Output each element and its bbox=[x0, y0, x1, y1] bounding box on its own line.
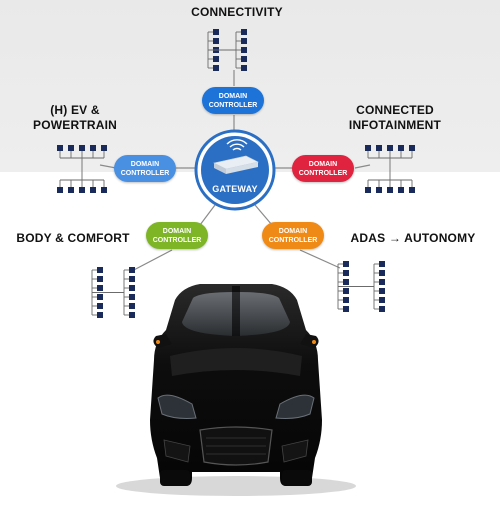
domain-controller-powertrain: DOMAIN CONTROLLER bbox=[114, 155, 176, 182]
ecu-node bbox=[68, 187, 74, 193]
ecu-node bbox=[129, 276, 135, 282]
domain-controller-connectivity: DOMAIN CONTROLLER bbox=[202, 87, 264, 114]
ecu-node bbox=[129, 303, 135, 309]
ecu-node bbox=[57, 145, 63, 151]
ecu-node bbox=[376, 145, 382, 151]
ecu-node bbox=[409, 145, 415, 151]
ecu-node bbox=[101, 187, 107, 193]
dc-line1: DOMAIN bbox=[130, 160, 160, 168]
ecu-node bbox=[343, 270, 349, 276]
label-ev-line1: (H) EV & bbox=[50, 103, 100, 117]
ecu-node bbox=[343, 261, 349, 267]
label-connected-infotainment: CONNECTED INFOTAINMENT bbox=[340, 103, 450, 133]
domain-controller-body: DOMAIN CONTROLLER bbox=[146, 222, 208, 249]
ecu-node bbox=[97, 312, 103, 318]
dc-line2: CONTROLLER bbox=[268, 236, 318, 244]
gateway-label: GATEWAY bbox=[212, 184, 258, 194]
ecu-node bbox=[409, 187, 415, 193]
label-connectivity: CONNECTIVITY bbox=[191, 5, 283, 19]
ecu-node bbox=[97, 303, 103, 309]
ecu-node bbox=[241, 47, 247, 53]
domain-controller-adas: DOMAIN CONTROLLER bbox=[262, 222, 324, 249]
wifi-icon bbox=[226, 139, 248, 151]
ecu-node bbox=[90, 145, 96, 151]
dc-line1: DOMAIN bbox=[308, 160, 338, 168]
ecu-node bbox=[79, 187, 85, 193]
ecu-node bbox=[68, 145, 74, 151]
ecu-node bbox=[241, 38, 247, 44]
ecu-node bbox=[97, 276, 103, 282]
domain-controller-infotainment: DOMAIN CONTROLLER bbox=[292, 155, 354, 182]
label-ev-line2: POWERTRAIN bbox=[33, 118, 117, 132]
ecu-node bbox=[387, 187, 393, 193]
dc-line2: CONTROLLER bbox=[152, 236, 202, 244]
ecu-node bbox=[379, 279, 385, 285]
ecu-node bbox=[343, 288, 349, 294]
ecu-node bbox=[213, 38, 219, 44]
ecu-node bbox=[213, 65, 219, 71]
label-connected-line2: INFOTAINMENT bbox=[348, 118, 442, 132]
ecu-node bbox=[57, 187, 63, 193]
ecu-node bbox=[129, 285, 135, 291]
ecu-node bbox=[387, 145, 393, 151]
ecu-node bbox=[398, 187, 404, 193]
label-connected-line1: CONNECTED bbox=[356, 103, 434, 117]
label-ev-powertrain: (H) EV & POWERTRAIN bbox=[20, 103, 130, 133]
dc-line1: DOMAIN bbox=[278, 227, 308, 235]
dc-line2: CONTROLLER bbox=[208, 101, 258, 109]
ecu-node bbox=[101, 145, 107, 151]
ecu-node bbox=[379, 270, 385, 276]
ecu-node bbox=[213, 56, 219, 62]
ecu-node bbox=[379, 297, 385, 303]
ecu-node bbox=[343, 297, 349, 303]
ecu-node bbox=[398, 145, 404, 151]
dc-line1: DOMAIN bbox=[218, 92, 248, 100]
ecu-node bbox=[129, 294, 135, 300]
dc-line2: CONTROLLER bbox=[120, 169, 170, 177]
label-body-comfort: BODY & COMFORT bbox=[16, 231, 130, 245]
ecu-node bbox=[90, 187, 96, 193]
gateway-node bbox=[194, 129, 276, 211]
ecu-node bbox=[97, 294, 103, 300]
car-image bbox=[116, 284, 356, 496]
dc-line2: CONTROLLER bbox=[298, 169, 348, 177]
ecu-node bbox=[379, 288, 385, 294]
ecu-node bbox=[379, 261, 385, 267]
ecu-node bbox=[241, 56, 247, 62]
ecu-node bbox=[129, 267, 135, 273]
ecu-node bbox=[365, 145, 371, 151]
ecu-node bbox=[241, 65, 247, 71]
ecu-node bbox=[97, 267, 103, 273]
ecu-node-clusters bbox=[57, 29, 415, 318]
ecu-node bbox=[376, 187, 382, 193]
label-adas-autonomy: ADAS → AUTONOMY bbox=[350, 231, 476, 245]
dc-line1: DOMAIN bbox=[162, 227, 192, 235]
ecu-node bbox=[343, 306, 349, 312]
ecu-node bbox=[79, 145, 85, 151]
ecu-node bbox=[213, 29, 219, 35]
ecu-node bbox=[241, 29, 247, 35]
ecu-node bbox=[343, 279, 349, 285]
ecu-node bbox=[129, 312, 135, 318]
ecu-node bbox=[97, 285, 103, 291]
ecu-node bbox=[379, 306, 385, 312]
ecu-node bbox=[365, 187, 371, 193]
